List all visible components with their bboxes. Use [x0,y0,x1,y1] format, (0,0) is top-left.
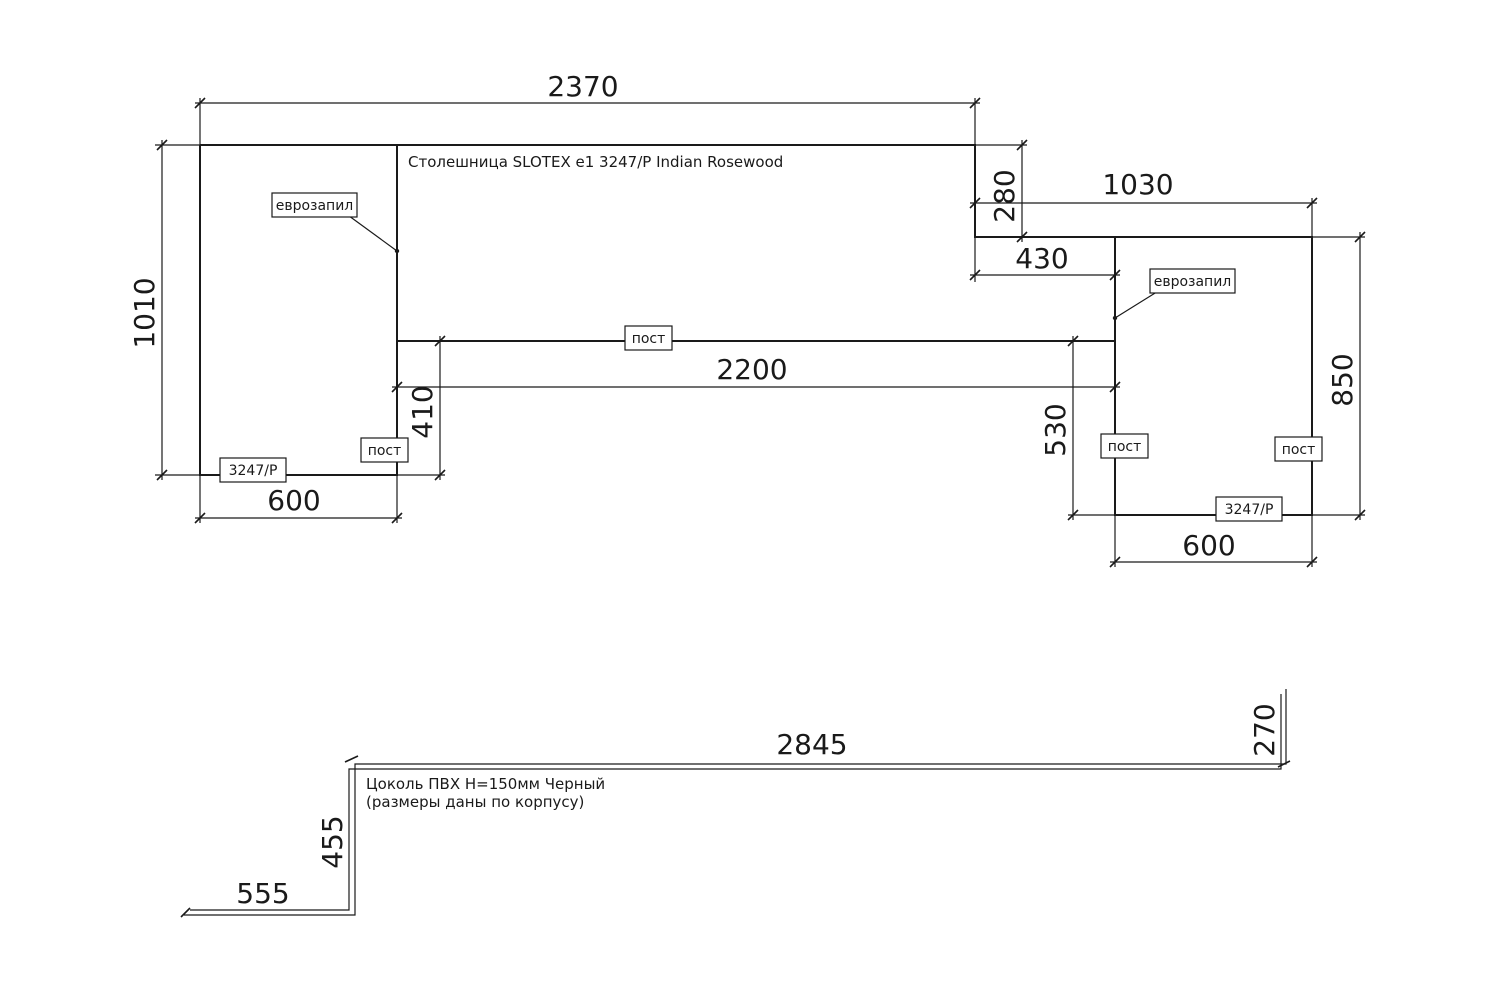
countertop-note: Столешница SLOTEX e1 3247/P Indian Rosew… [408,153,783,171]
eurozapil-tag-left: еврозапил [276,198,354,214]
dim-plinth-short: 555 [236,877,289,910]
plinth-note-line1: Цоколь ПВХ H=150мм Черный [366,775,605,793]
dim-plinth-vertical: 455 [316,815,349,868]
dim-top-width: 2370 [547,70,618,103]
dim-step-height: 280 [988,169,1021,222]
post-tag-right-outer: пост [1282,442,1316,458]
dimension-lines [155,97,1366,568]
post-tag-right-inner: пост [1108,439,1142,455]
edge-tag-right: 3247/P [1225,502,1274,518]
dim-inner-length: 2200 [716,353,787,386]
dim-step-width: 430 [1015,242,1068,275]
dim-left-depth: 410 [406,385,439,438]
post-tag-center: пост [632,331,666,347]
plinth-outline [180,689,1291,918]
edge-tag-left: 3247/P [229,463,278,479]
plinth-note-line2: (размеры даны по корпусу) [366,793,584,811]
dim-right-bottom-width: 600 [1182,529,1235,562]
dim-left-bottom-width: 600 [267,484,320,517]
dim-plinth-long: 2845 [776,728,847,761]
dim-right-height: 850 [1326,353,1359,406]
dim-plinth-right: 270 [1248,703,1281,756]
dim-left-height: 1010 [128,277,161,348]
dim-right-width: 1030 [1102,168,1173,201]
eurozapil-tag-right: еврозапил [1154,274,1232,290]
post-tag-left: пост [368,443,402,459]
dim-right-inner-depth: 530 [1039,403,1072,456]
